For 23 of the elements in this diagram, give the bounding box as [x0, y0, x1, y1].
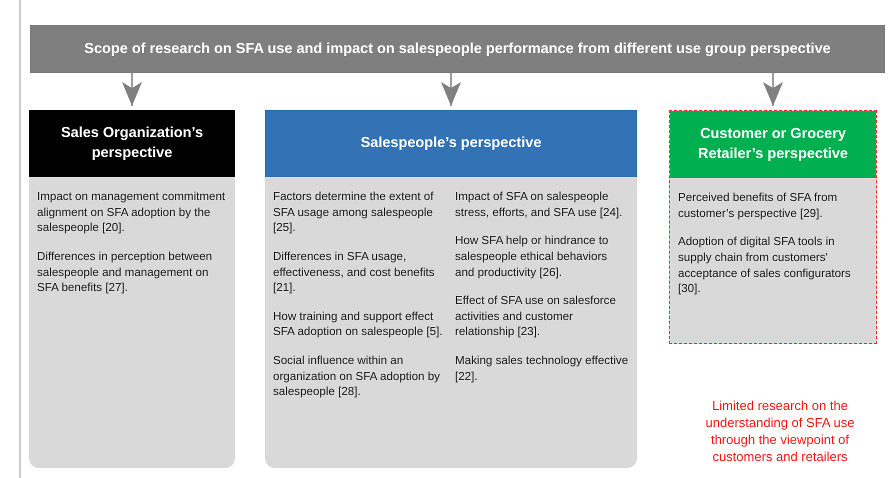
research-item: Adoption of digital SFA tools in supply chain from customers' acceptance of sales configurators [30]. — [678, 234, 852, 297]
research-item: Differences in perception between salespeople and management on SFA benefits [27]. — [37, 248, 214, 296]
research-item: Impact on management commitment alignment on SFA adoption by the salespeople [20]. — [37, 189, 226, 236]
perspective-card — [265, 110, 637, 468]
research-item: Impact of SFA on salespeople stress, efforts, and SFA use [24]. — [455, 189, 624, 220]
perspective-card — [669, 110, 877, 344]
scope-banner: Scope of research on SFA use and impact on salespeople performance from different use group perspective — [30, 25, 885, 73]
perspective-card — [29, 110, 235, 468]
card-header: Sales Organization’s perspective — [29, 110, 235, 177]
note-text: Limited research on the understanding of SFA use through the viewpoint of customers and retailers — [704, 398, 856, 466]
research-item: Factors determine the extent of SFA usage among salespeople [25]. — [273, 189, 434, 236]
card-header: Customer or Grocery Retailer’s perspective — [670, 111, 876, 178]
chevron-arrow — [441, 73, 461, 106]
research-item: Effect of SFA use on salesforce activities and customer relationship [23]. — [455, 293, 617, 340]
chevron-arrow — [122, 73, 142, 106]
research-item: How training and support effect SFA adoption on salespeople [5]. — [273, 308, 444, 340]
research-item: Perceived benefits of SFA from customer’s perspective [29]. — [678, 190, 838, 222]
research-item: Making sales technology effective [22]. — [455, 353, 629, 384]
research-item: Differences in SFA usage, effectiveness, and cost benefits [21]. — [273, 248, 436, 296]
chevron-arrow — [763, 73, 783, 106]
research-item: Social influence within an organization on SFA adoption by salespeople [28]. — [273, 353, 441, 400]
research-item: How SFA help or hindrance to salespeople ethical behaviors and productivity [26]. — [455, 233, 610, 280]
card-header: Salespeople’s perspective — [265, 110, 637, 177]
